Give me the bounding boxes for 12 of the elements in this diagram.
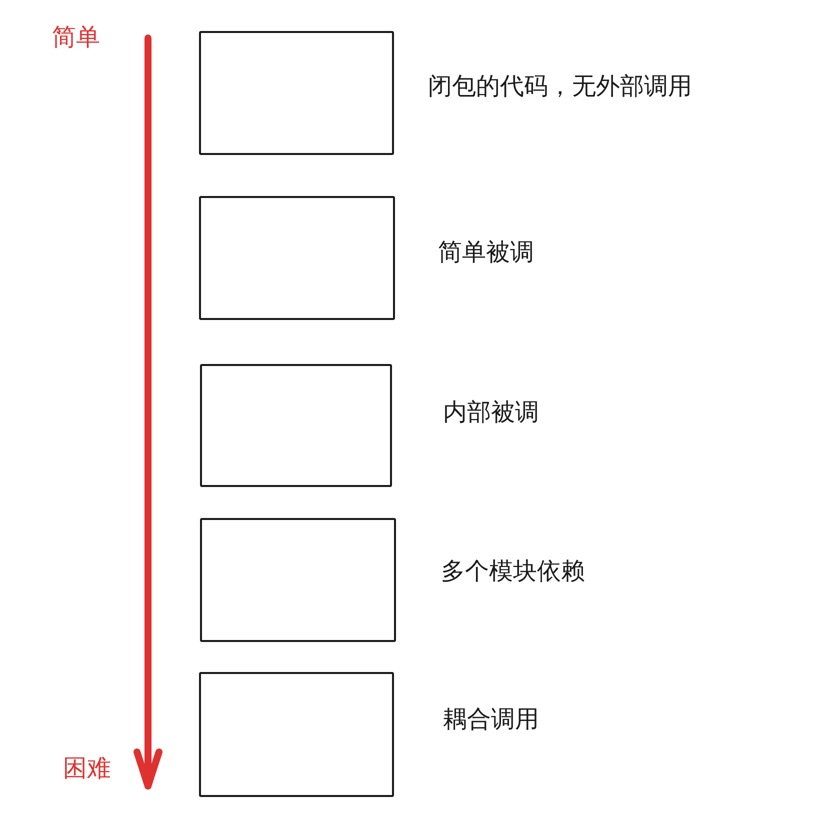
empty-box	[199, 31, 394, 155]
empty-box	[199, 196, 395, 320]
box-caption: 多个模块依赖	[441, 557, 585, 586]
empty-box	[200, 364, 392, 487]
box-caption: 内部被调	[443, 398, 539, 427]
box-caption: 简单被调	[438, 238, 534, 267]
box-caption: 耦合调用	[443, 705, 539, 734]
scale-label: 困难	[63, 754, 111, 783]
empty-box	[199, 672, 394, 797]
box-caption: 闭包的代码，无外部调用	[428, 72, 692, 101]
empty-box	[200, 518, 396, 642]
scale-label: 简单	[52, 23, 100, 52]
